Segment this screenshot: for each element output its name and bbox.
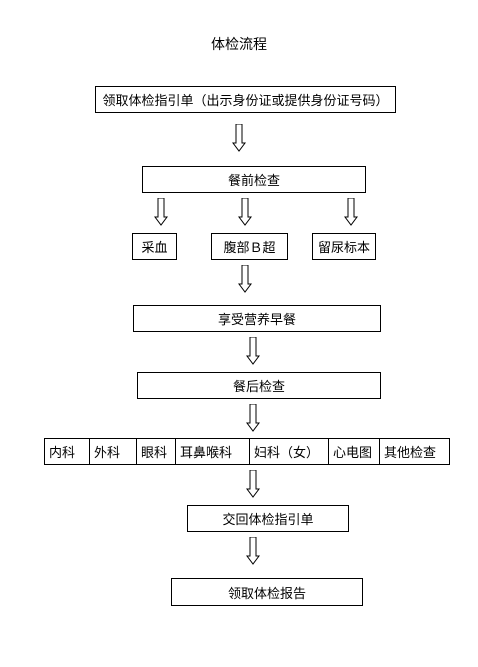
step-get-guide: 领取体检指引单（出示身份证或提供身份证号码） [95, 86, 396, 113]
down-arrow-icon [246, 470, 260, 498]
dept-internal-medicine: 内科 [44, 438, 90, 465]
down-arrow-icon [238, 198, 252, 226]
down-arrow-icon [344, 198, 358, 226]
step-get-report: 领取体检报告 [171, 578, 363, 606]
step-urine-sample: 留尿标本 [312, 233, 376, 260]
down-arrow-icon [154, 198, 168, 226]
down-arrow-icon [246, 404, 260, 432]
down-arrow-icon [246, 537, 260, 565]
dept-gynecology: 妇科（女） [249, 438, 329, 465]
dept-surgery: 外科 [89, 438, 137, 465]
dept-ophthalmology: 眼科 [136, 438, 176, 465]
down-arrow-icon [232, 124, 246, 152]
step-return-guide: 交回体检指引单 [187, 505, 349, 532]
dept-ecg: 心电图 [328, 438, 380, 465]
step-pre-meal-check: 餐前检查 [142, 166, 366, 193]
diagram-title: 体检流程 [211, 37, 267, 53]
step-blood-draw: 采血 [132, 233, 177, 260]
step-breakfast: 享受营养早餐 [133, 305, 381, 332]
down-arrow-icon [238, 265, 252, 293]
dept-ent: 耳鼻喉科 [175, 438, 250, 465]
dept-other-checks: 其他检查 [379, 438, 450, 465]
down-arrow-icon [246, 337, 260, 365]
step-post-meal-check: 餐后检查 [137, 372, 381, 399]
step-abdominal-ultrasound: 腹部Ｂ超 [211, 233, 288, 260]
